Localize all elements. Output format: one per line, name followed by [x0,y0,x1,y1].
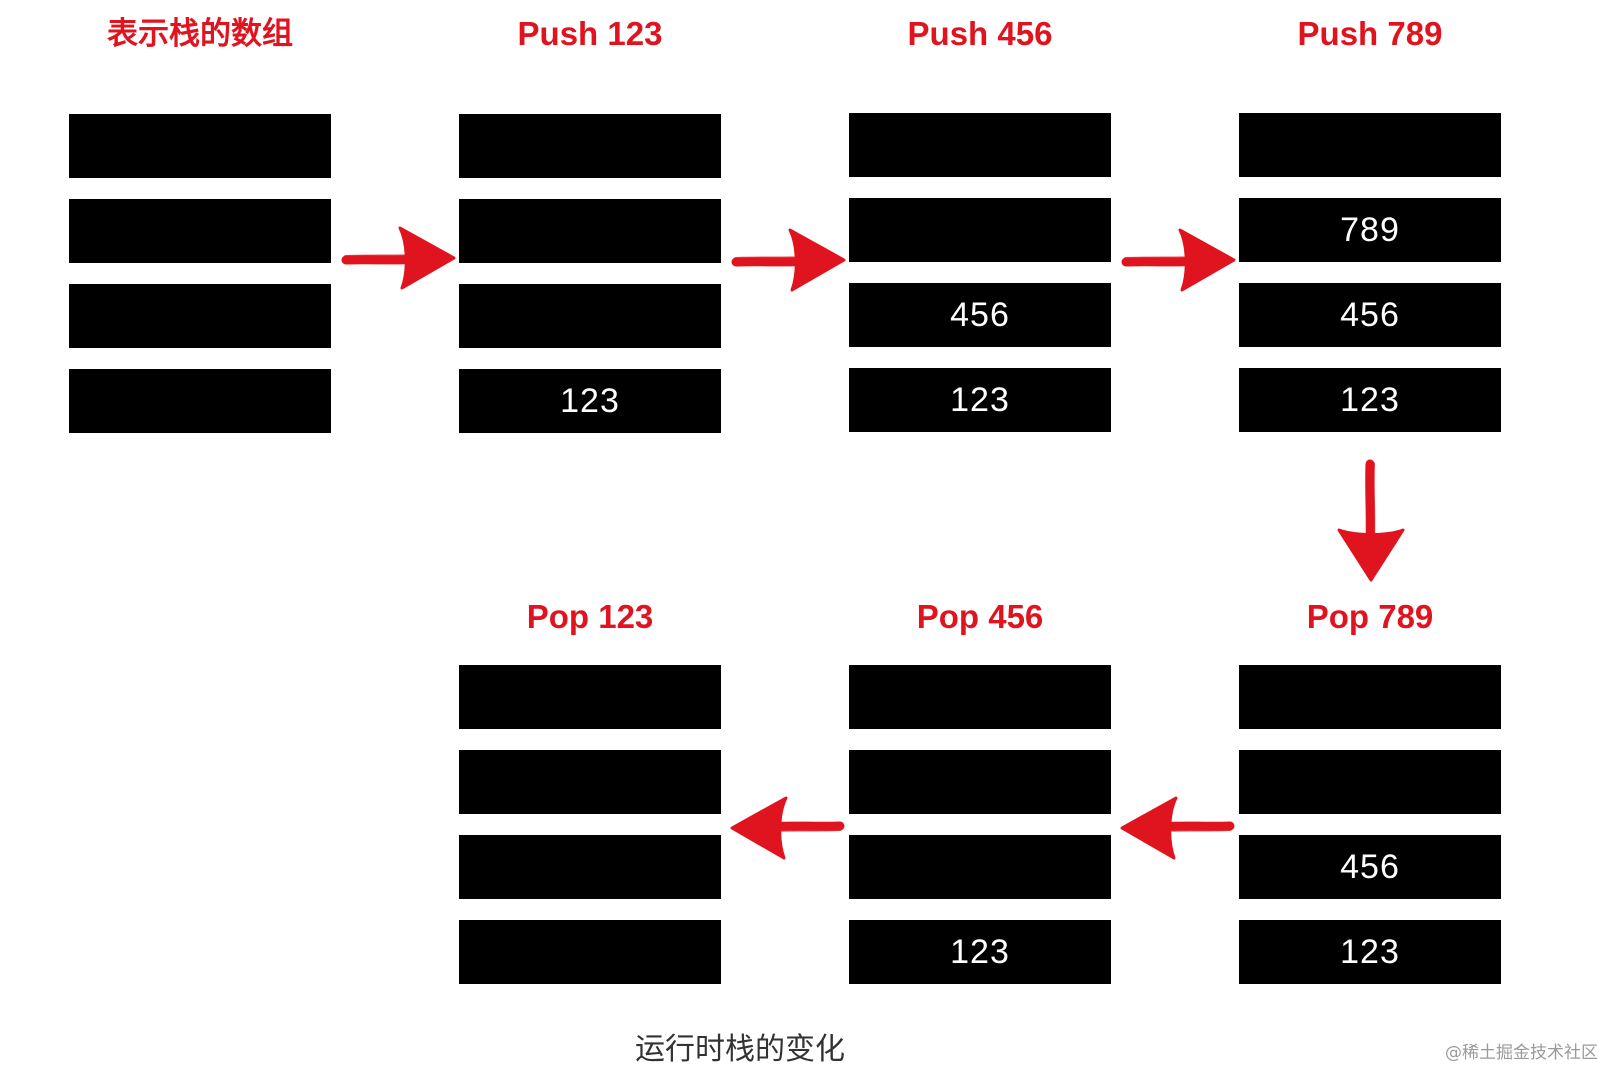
stack-slot: 123 [459,369,721,433]
diagram-caption: 运行时栈的变化 [635,1032,845,1067]
stack-slot [849,113,1111,177]
arrow-left-icon [730,796,845,860]
stack-slot [69,369,331,433]
stack-slot [459,199,721,263]
stack-title: 表示栈的数组 [107,16,293,52]
stack-slot: 123 [849,368,1111,432]
stack-slot: 456 [1239,283,1501,347]
stack-slot [459,835,721,899]
arrow-left-icon [1120,796,1235,860]
stack-slot [1239,665,1501,729]
stack-slot [849,835,1111,899]
stack-slot [849,750,1111,814]
stack-title: Push 456 [907,15,1053,52]
stack-title: Push 789 [1297,15,1443,52]
stack-slot [69,114,331,178]
arrow-down-icon [1337,459,1405,582]
stack-slot [459,665,721,729]
stack-title: Pop 123 [526,598,654,635]
stack-title: Pop 789 [1306,598,1434,635]
stack-slot [1239,113,1501,177]
stack-slot [1239,750,1501,814]
stack-slot [459,750,721,814]
arrow-right-icon [1121,228,1236,292]
arrow-right-icon [731,228,846,292]
stack-slot [69,199,331,263]
stack-slot: 456 [1239,835,1501,899]
stack-slot [459,920,721,984]
arrow-right-icon [341,226,456,290]
stack-slot [459,114,721,178]
watermark: @稀土掘金技术社区 [1445,1043,1598,1063]
stack-slot: 456 [849,283,1111,347]
stack-slot: 123 [1239,920,1501,984]
stack-slot [849,198,1111,262]
stack-title: Push 123 [517,15,663,52]
stack-slot: 123 [849,920,1111,984]
stack-title: Pop 456 [916,598,1044,635]
stack-slot [69,284,331,348]
stack-slot: 123 [1239,368,1501,432]
stack-slot [849,665,1111,729]
stack-slot: 789 [1239,198,1501,262]
stack-slot [459,284,721,348]
